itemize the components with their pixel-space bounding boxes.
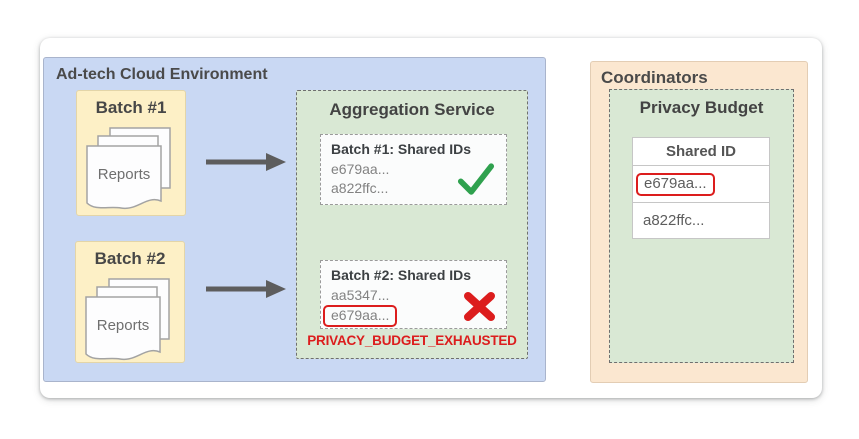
documents-stack-icon (85, 278, 170, 361)
privacy-budget-title: Privacy Budget (639, 98, 764, 117)
batch-2-label: Batch #2 (94, 249, 166, 268)
reports-label: Reports (96, 317, 150, 334)
result-title: Batch #2: Shared IDs (331, 267, 472, 283)
batch-2-result-box: Batch #2: Shared IDs aa5347... e679aa... (320, 260, 507, 329)
privacy-budget-box: Privacy Budget Shared ID e679aa... a822f… (609, 89, 794, 363)
shared-id: aa5347... (331, 287, 390, 303)
coordinators-box: Coordinators Privacy Budget Shared ID e6… (590, 61, 808, 383)
batch-1-box: Batch #1 Reports (76, 90, 186, 216)
documents-stack-icon (86, 127, 171, 210)
coordinators-title: Coordinators (601, 68, 708, 87)
x-mark-icon (464, 292, 495, 321)
batch-1-reports: Reports (85, 127, 183, 213)
batch-2-box: Batch #2 Reports (75, 241, 185, 363)
reports-label: Reports (97, 166, 151, 183)
table-header: Shared ID (633, 138, 769, 166)
shared-id-table: Shared ID e679aa... a822ffc... (632, 137, 770, 239)
table-row: e679aa... (633, 166, 769, 202)
aggregation-service-title: Aggregation Service (329, 100, 495, 119)
checkmark-icon (457, 163, 495, 195)
aggregation-service-box: Aggregation Service Batch #1: Shared IDs… (296, 90, 528, 359)
shared-id: e679aa... (323, 305, 506, 327)
batch-2-reports: Reports (84, 278, 182, 364)
privacy-budget-exhausted-label: PRIVACY_BUDGET_EXHAUSTED (307, 333, 517, 348)
result-title: Batch #1: Shared IDs (331, 141, 472, 157)
shared-id: a822ffc... (331, 180, 389, 196)
table-row: a822ffc... (633, 202, 769, 238)
adtech-cloud-environment-box: Ad-tech Cloud Environment Batch #1 Repor… (43, 57, 546, 382)
env-title: Ad-tech Cloud Environment (56, 66, 268, 83)
consumed-id-highlight: e679aa... (636, 173, 715, 196)
batch-1-result-box: Batch #1: Shared IDs e679aa... a822ffc..… (320, 134, 507, 205)
shared-id: e679aa... (331, 161, 390, 177)
arrow-right-icon (206, 153, 286, 171)
batch-1-label: Batch #1 (95, 98, 167, 117)
diagram-card: Ad-tech Cloud Environment Batch #1 Repor… (40, 38, 822, 398)
duplicate-id-highlight: e679aa... (323, 305, 398, 327)
arrow-right-icon (206, 280, 286, 298)
